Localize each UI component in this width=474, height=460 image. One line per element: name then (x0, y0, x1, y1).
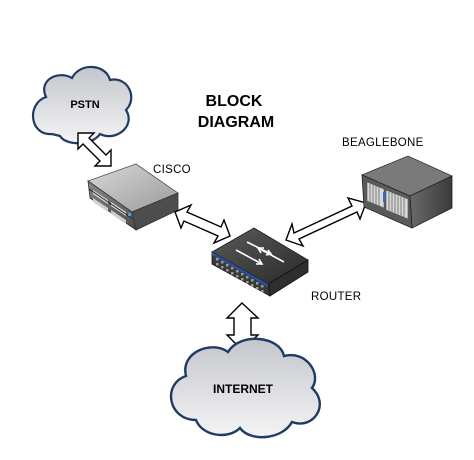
cisco-server-icon: CISCO (87, 163, 191, 231)
arrow-pstn-cisco (77, 132, 112, 167)
diagram-title-line1: BLOCK (206, 93, 263, 110)
pstn-label: PSTN (70, 99, 99, 111)
router-switch-icon: ROUTER (211, 227, 361, 303)
beaglebone-server-icon: BEAGLEBONE (342, 137, 453, 229)
internet-label: INTERNET (213, 382, 274, 396)
diagram-title-line2: DIAGRAM (198, 114, 274, 131)
pstn-cloud: PSTN (31, 65, 133, 145)
cisco-label: CISCO (153, 164, 191, 176)
beaglebone-label: BEAGLEBONE (342, 137, 424, 149)
router-arrows-icon (235, 241, 285, 265)
internet-cloud: INTERNET (169, 337, 321, 439)
arrow-router-beaglebone (285, 196, 367, 248)
router-label: ROUTER (311, 291, 361, 303)
arrow-cisco-router (174, 203, 231, 245)
